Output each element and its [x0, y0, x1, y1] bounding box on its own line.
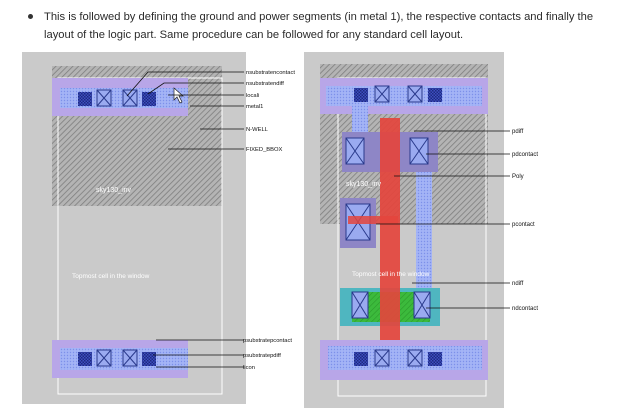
label-ndiff: ndiff: [512, 281, 524, 287]
label-ndcontact: ndcontact: [512, 306, 538, 312]
label-pdiff: pdiff: [512, 129, 524, 135]
left-bottom-psubcontact-1: [78, 352, 92, 366]
layout-figure: sky130_inv Topmost cell in the window ns…: [0, 48, 628, 413]
label-locali: locali: [246, 93, 259, 99]
right-poly: [380, 118, 400, 340]
label-pcontact: pcontact: [512, 222, 535, 228]
label-metal1: metal1: [246, 104, 263, 110]
left-bottom-psubcontact-2: [142, 352, 156, 366]
right-top-locali: [326, 86, 482, 106]
layout-figure-svg: sky130_inv Topmost cell in the window ns…: [22, 52, 538, 408]
left-cell-name: sky130_inv: [96, 187, 132, 194]
label-nwell: N-WELL: [246, 127, 269, 133]
left-top-nsubcontact-1: [78, 92, 92, 106]
label-pdcontact: pdcontact: [512, 152, 538, 158]
left-top-nsubcontact-2: [142, 92, 156, 106]
right-cell-name: sky130_inv: [346, 181, 382, 188]
label-fixed-bbox: FIXED_BBOX: [246, 147, 283, 153]
bullet-marker: [28, 14, 33, 19]
right-top-contact-2: [428, 88, 442, 102]
paragraph-text: This is followed by defining the ground …: [44, 11, 594, 41]
label-psubstratepcontact: psubstratepcontact: [243, 338, 292, 344]
label-licon: licon: [243, 365, 255, 371]
left-layout: sky130_inv Topmost cell in the window ns…: [22, 52, 295, 404]
left-window-text: Topmost cell in the window: [72, 273, 150, 280]
right-window-text: Topmost cell in the window: [352, 271, 430, 278]
right-top-contact-1: [354, 88, 368, 102]
right-layout: sky130_inv Topmost cell in the window pd…: [304, 52, 538, 408]
label-nsubstratendiff: nsubstratendiff: [246, 81, 284, 87]
label-psubstratepdiff: psubstratepdiff: [243, 353, 281, 359]
right-bottom-locali: [328, 346, 482, 370]
mouse-cursor-icon: [173, 87, 184, 104]
label-nsubstratencontact: nsubstratencontact: [246, 70, 295, 76]
label-poly: Poly: [512, 174, 524, 180]
